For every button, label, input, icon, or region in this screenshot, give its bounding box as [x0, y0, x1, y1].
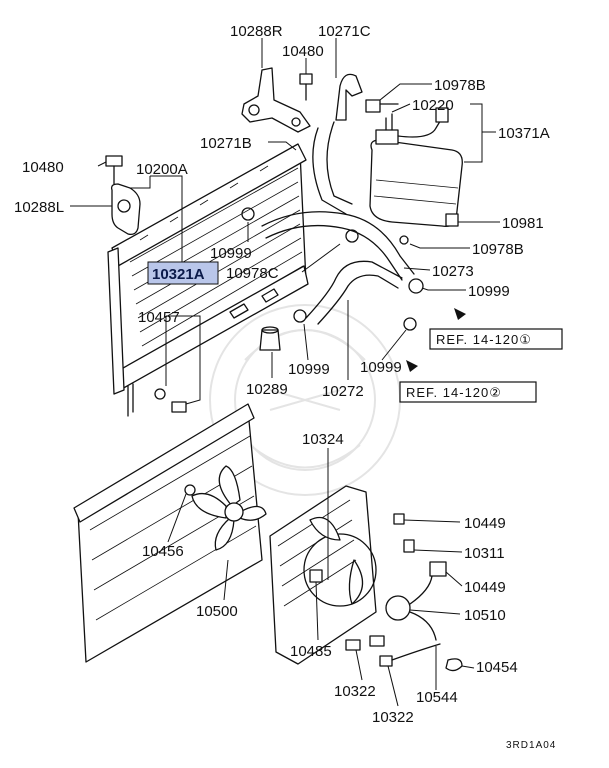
label-10999-d[interactable]: 10999 — [288, 361, 330, 378]
label-10289[interactable]: 10289 — [246, 381, 288, 398]
bolt-10480-left — [105, 155, 123, 185]
label-10220[interactable]: 10220 — [412, 97, 454, 114]
label-10544[interactable]: 10544 — [416, 689, 458, 706]
label-10273[interactable]: 10273 — [432, 263, 474, 280]
radiator-lower-ghost — [73, 403, 263, 663]
fan-shroud-10324 — [269, 485, 377, 665]
bracket-left-10288l — [110, 183, 141, 236]
label-10449-b[interactable]: 10449 — [464, 579, 506, 596]
label-10200a[interactable]: 10200A — [136, 161, 188, 178]
label-10449-a[interactable]: 10449 — [464, 515, 506, 532]
ref-box-1 — [429, 328, 563, 350]
label-10978b-top[interactable]: 10978B — [434, 77, 486, 94]
label-10288r[interactable]: 10288R — [230, 23, 283, 40]
label-10480-left[interactable]: 10480 — [22, 159, 64, 176]
bolt-10981 — [445, 213, 459, 227]
diagram-code: 3RD1A04 — [506, 740, 556, 751]
label-10321a-highlighted[interactable]: 10321A — [152, 266, 205, 283]
bolt-10480-top — [299, 73, 313, 101]
small-parts-lower — [309, 513, 463, 672]
label-10454[interactable]: 10454 — [476, 659, 518, 676]
ref-arrows — [406, 308, 466, 372]
label-10322-a[interactable]: 10322 — [334, 683, 376, 700]
label-10272[interactable]: 10272 — [322, 383, 364, 400]
label-10999-c[interactable]: 10999 — [360, 359, 402, 376]
label-10981[interactable]: 10981 — [502, 215, 544, 232]
reservoir-tank-10371a — [369, 107, 463, 228]
label-10288l[interactable]: 10288L — [14, 199, 64, 216]
label-10510[interactable]: 10510 — [464, 607, 506, 624]
label-10978c[interactable]: 10978C — [226, 265, 279, 282]
part-labels: 10288R 10271C 10480 10978B 10220 10371A … — [14, 23, 550, 726]
highlight-box — [147, 261, 219, 285]
upper-hose-10273 — [261, 211, 415, 281]
label-10500[interactable]: 10500 — [196, 603, 238, 620]
label-10978b-bottom[interactable]: 10978B — [472, 241, 524, 258]
motor-10510 — [385, 539, 447, 641]
label-10456[interactable]: 10456 — [142, 543, 184, 560]
cushion-10289 — [259, 326, 281, 351]
label-10371a[interactable]: 10371A — [498, 125, 550, 142]
label-10322-b[interactable]: 10322 — [372, 709, 414, 726]
label-10457[interactable]: 10457 — [138, 309, 180, 326]
clip-10978b-upper — [365, 99, 399, 113]
lower-hose-10272 — [305, 260, 403, 325]
ref-14-120-1[interactable]: REF. 14-120① — [436, 332, 532, 347]
label-10485[interactable]: 10485 — [290, 643, 332, 660]
label-10480-top[interactable]: 10480 — [282, 43, 324, 60]
hose-clamps — [241, 207, 424, 331]
drain-plug-10457 — [154, 388, 187, 413]
leader-lines — [70, 38, 500, 707]
label-10271c[interactable]: 10271C — [318, 23, 371, 40]
label-10999-a[interactable]: 10999 — [210, 245, 252, 262]
label-10324[interactable]: 10324 — [302, 431, 344, 448]
ref-14-120-2[interactable]: REF. 14-120② — [406, 385, 502, 400]
hose-10271c — [312, 73, 363, 215]
ref-box-2 — [399, 381, 537, 403]
bracket-right-10288r — [241, 67, 311, 133]
fan-blade-10500 — [184, 465, 267, 551]
label-10311[interactable]: 10311 — [464, 545, 505, 562]
label-10271b[interactable]: 10271B — [200, 135, 252, 152]
label-10999-b[interactable]: 10999 — [468, 283, 510, 300]
